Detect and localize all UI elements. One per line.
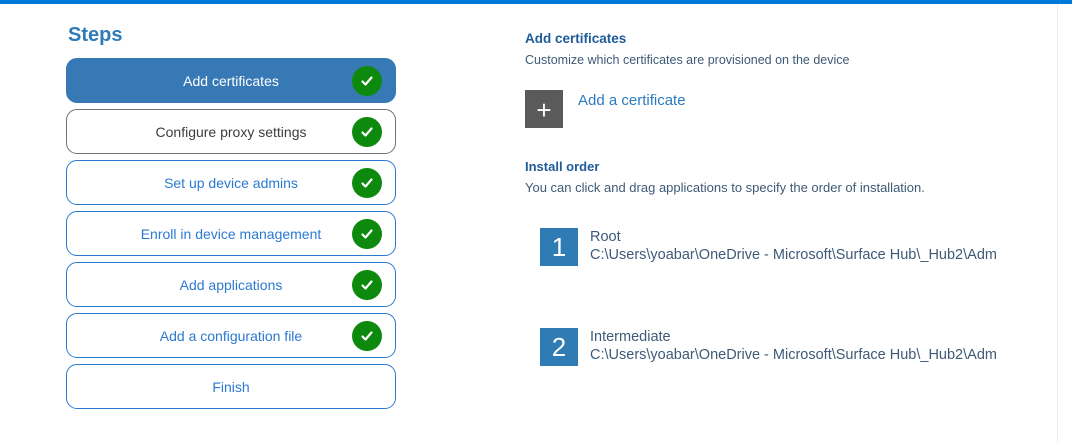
- check-icon: [352, 218, 382, 249]
- install-item-path: C:\Users\yoabar\OneDrive - Microsoft\Sur…: [590, 347, 997, 363]
- section-title: Add certificates: [525, 31, 627, 46]
- step-label: Add certificates: [183, 72, 279, 89]
- install-order-number-tile: 1: [540, 228, 578, 266]
- install-item-name: Intermediate: [590, 329, 671, 345]
- plus-icon: +: [536, 95, 552, 125]
- install-item-intermediate[interactable]: 2 Intermediate C:\Users\yoabar\OneDrive …: [540, 328, 997, 366]
- install-item-path: C:\Users\yoabar\OneDrive - Microsoft\Sur…: [590, 247, 997, 263]
- scrollbar-track[interactable]: [1057, 4, 1058, 443]
- install-order-number: 1: [551, 231, 567, 262]
- step-label: Enroll in device management: [140, 225, 322, 242]
- step-label: Finish: [212, 378, 250, 395]
- step-button-add-certificates[interactable]: Add certificates: [66, 58, 396, 103]
- install-order-number-tile: 2: [540, 328, 578, 366]
- check-icon: [352, 167, 382, 198]
- step-label: Add applications: [179, 276, 283, 293]
- step-label: Set up device admins: [164, 174, 298, 191]
- install-order-subtitle: You can click and drag applications to s…: [525, 180, 925, 195]
- steps-panel-title: Steps: [68, 24, 123, 46]
- add-certificate-button[interactable]: +: [525, 90, 563, 128]
- install-item-text: Intermediate C:\Users\yoabar\OneDrive - …: [590, 328, 997, 363]
- step-button-finish[interactable]: Finish: [66, 364, 396, 409]
- step-label: Configure proxy settings: [155, 123, 307, 140]
- install-item-text: Root C:\Users\yoabar\OneDrive - Microsof…: [590, 228, 997, 263]
- install-item-name: Root: [590, 229, 621, 245]
- install-order-number: 2: [551, 331, 567, 362]
- install-order-title: Install order: [525, 159, 600, 174]
- step-button-enroll-in-device-management[interactable]: Enroll in device management: [66, 211, 396, 256]
- add-certificate-label[interactable]: Add a certificate: [578, 92, 686, 109]
- check-icon: [352, 116, 382, 147]
- top-accent-bar: [0, 0, 1072, 4]
- step-button-add-a-configuration-file[interactable]: Add a configuration file: [66, 313, 396, 358]
- install-item-root[interactable]: 1 Root C:\Users\yoabar\OneDrive - Micros…: [540, 228, 997, 266]
- check-icon: [352, 269, 382, 300]
- step-label: Add a configuration file: [159, 327, 303, 344]
- step-button-set-up-device-admins[interactable]: Set up device admins: [66, 160, 396, 205]
- check-icon: [352, 320, 382, 351]
- check-icon: [352, 65, 382, 96]
- step-button-configure-proxy-settings[interactable]: Configure proxy settings: [66, 109, 396, 154]
- steps-panel: Add certificates Configure proxy setting…: [66, 58, 396, 409]
- step-button-add-applications[interactable]: Add applications: [66, 262, 396, 307]
- section-subtitle: Customize which certificates are provisi…: [525, 53, 850, 67]
